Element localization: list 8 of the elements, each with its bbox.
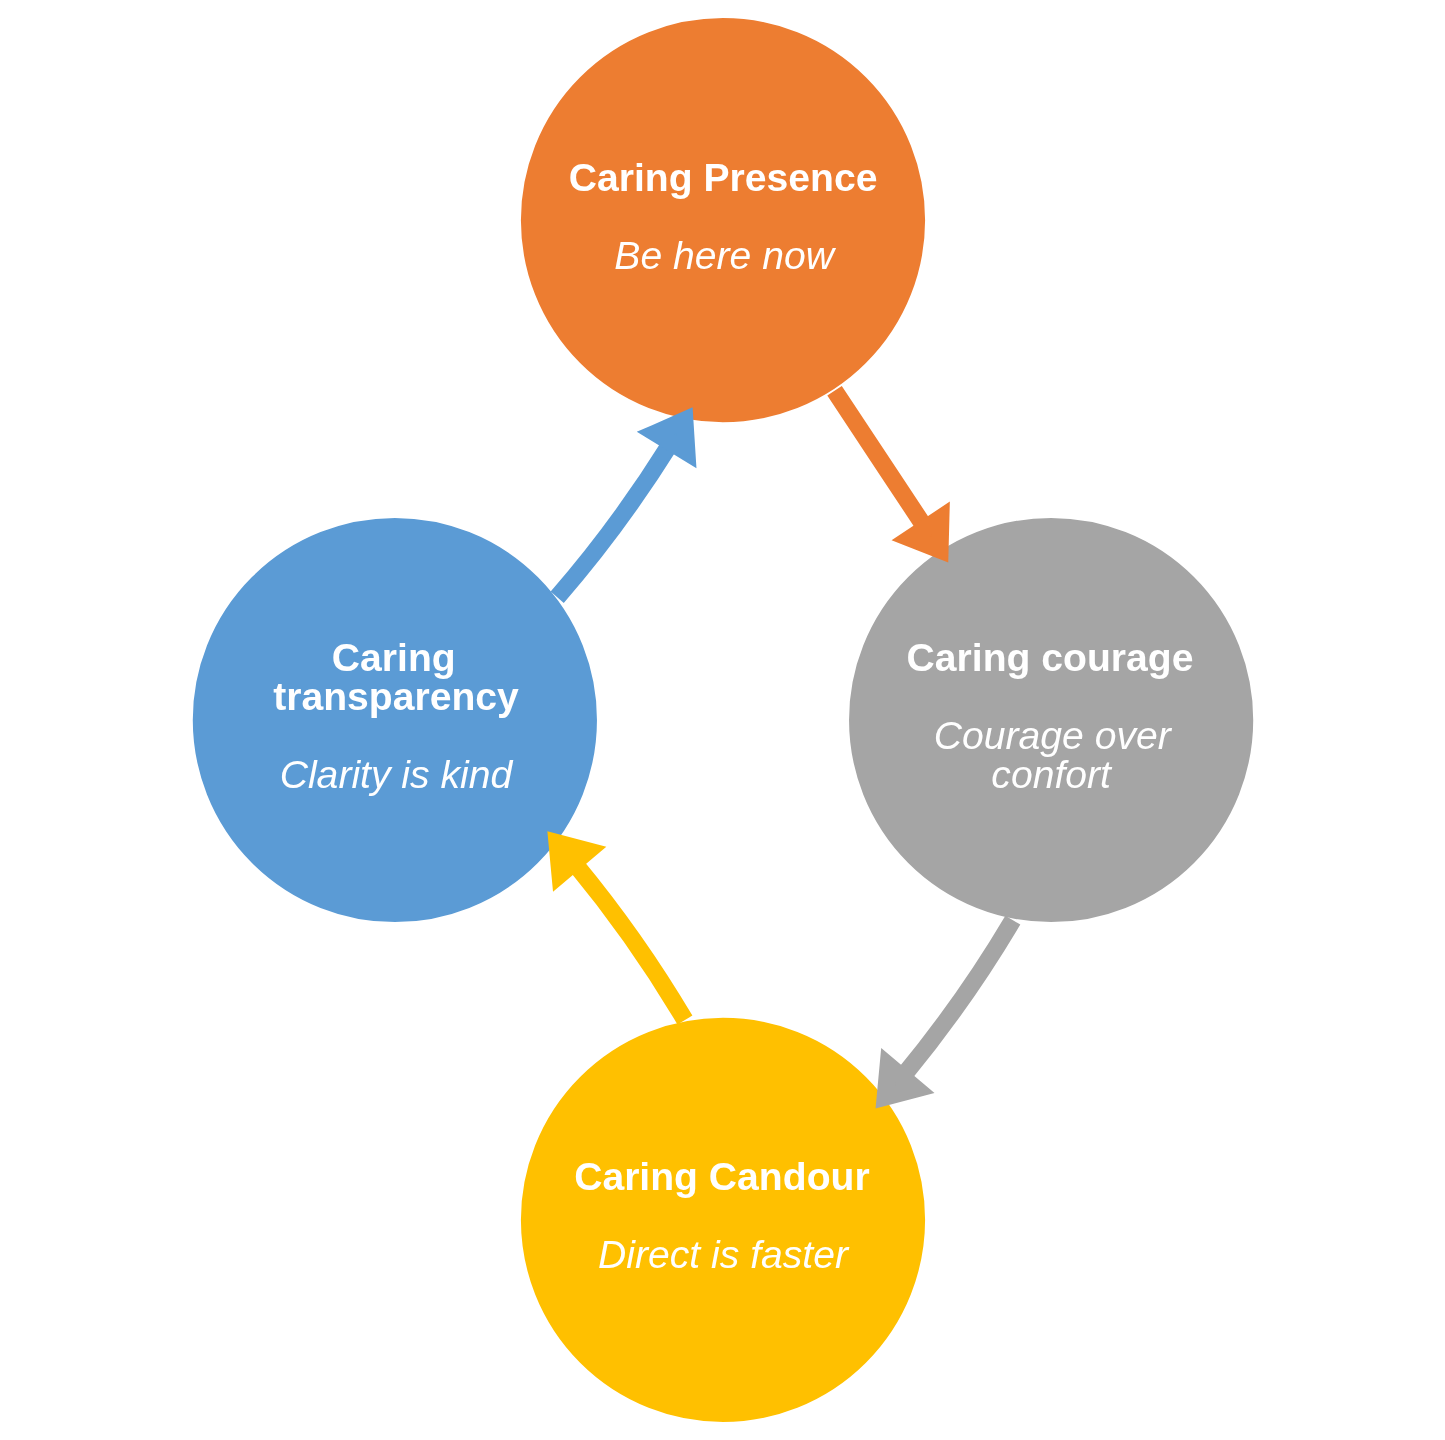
node-circle: Caring Candour Direct is faster <box>518 1015 927 1425</box>
node-circle: Caring courage Courage over confort <box>846 515 1255 925</box>
arrow <box>546 831 692 1025</box>
node-circle: Caring Presence Be here now <box>518 15 927 425</box>
arrow <box>550 407 696 603</box>
arrow <box>875 915 1020 1109</box>
arrow <box>826 386 950 563</box>
node-circle: Caring transparency Clarity is kind <box>190 515 599 925</box>
